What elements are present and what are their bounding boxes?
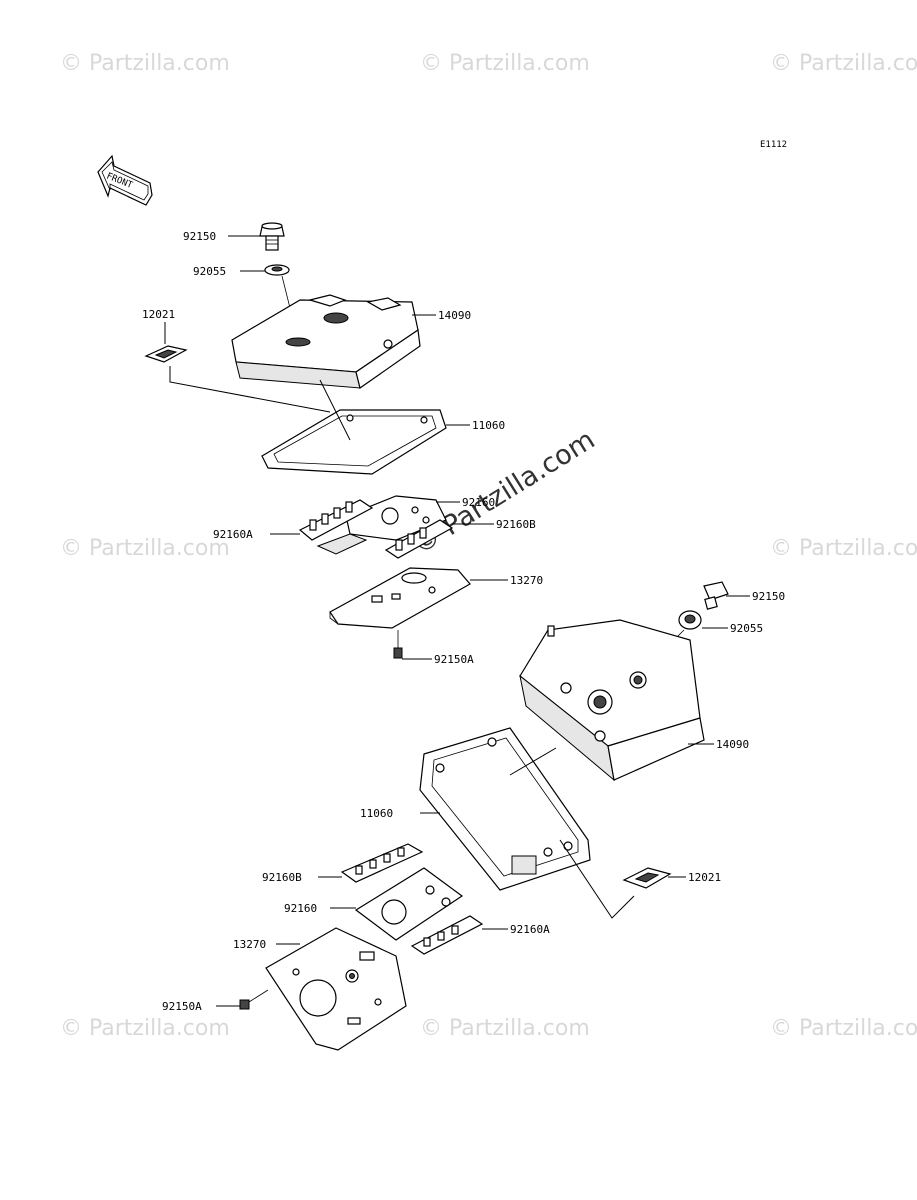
watermarks: © Partzilla.com © Partzilla.com © Partzi… <box>60 51 917 1041</box>
label-92160-lower: 92160 <box>284 902 317 915</box>
front-arrow-icon: FRONT <box>97 154 153 206</box>
watermark: © Partzilla.com <box>770 51 917 76</box>
gasket-11060-upper-icon <box>261 409 447 475</box>
label-92055-lower: 92055 <box>730 622 763 635</box>
label-92150A-lower: 92150A <box>162 1000 202 1013</box>
label-92160B-lower: 92160B <box>262 871 302 884</box>
label-12021-upper: 12021 <box>142 308 175 321</box>
label-13270-lower: 13270 <box>233 938 266 951</box>
label-11060-upper: 11060 <box>472 419 505 432</box>
label-92150-upper: 92150 <box>183 230 216 243</box>
watermark: © Partzilla.com <box>420 51 590 76</box>
watermark-center: © Partzilla.com <box>407 424 600 561</box>
watermark: © Partzilla.com <box>60 1016 230 1041</box>
gasket-11060-lower-icon <box>419 727 591 891</box>
cap-12021-upper-icon <box>144 345 188 363</box>
watermark: © Partzilla.com <box>420 1016 590 1041</box>
plate-92160-lower-icon <box>354 867 464 941</box>
cap-12021-lower-icon <box>622 867 672 889</box>
washer-92055-upper-icon <box>264 264 290 276</box>
bracket-13270-lower-icon <box>265 927 407 1051</box>
label-92150-lower: 92150 <box>752 590 785 603</box>
screw-92150A-upper-icon <box>393 630 403 659</box>
watermark: © Partzilla.com <box>770 1016 917 1041</box>
plate-92160A-upper-icon <box>298 499 374 541</box>
label-14090-upper: 14090 <box>438 309 471 322</box>
label-92055-upper: 92055 <box>193 265 226 278</box>
bracket-13270-upper-icon <box>329 567 471 629</box>
bolt-92150-lower-icon <box>703 581 729 610</box>
watermark: © Partzilla.com <box>60 51 230 76</box>
label-12021-lower: 12021 <box>688 871 721 884</box>
watermark: © Partzilla.com <box>770 536 917 561</box>
cylinder-cover-upper-icon <box>231 294 421 389</box>
label-92150A-upper: 92150A <box>434 653 474 666</box>
cylinder-cover-lower-icon <box>519 619 705 782</box>
label-13270-upper: 13270 <box>510 574 543 587</box>
screw-92150A-lower-icon <box>239 989 269 1010</box>
label-14090-lower: 14090 <box>716 738 749 751</box>
watermark: © Partzilla.com <box>60 536 230 561</box>
label-11060-lower: 11060 <box>360 807 393 820</box>
diagram-code: E1112 <box>760 140 787 150</box>
washer-92055-lower-icon <box>678 610 702 630</box>
bolt-92150-upper-icon <box>259 222 285 251</box>
plate-92160B-lower-icon <box>340 843 424 883</box>
plate-92160B-upper-icon <box>316 519 454 559</box>
label-92160A-upper: 92160A <box>213 528 253 541</box>
label-92160-upper: 92160 <box>462 496 495 509</box>
plate-92160A-lower-icon <box>410 915 484 955</box>
label-92160A-lower: 92160A <box>510 923 550 936</box>
label-92160B-upper: 92160B <box>496 518 536 531</box>
